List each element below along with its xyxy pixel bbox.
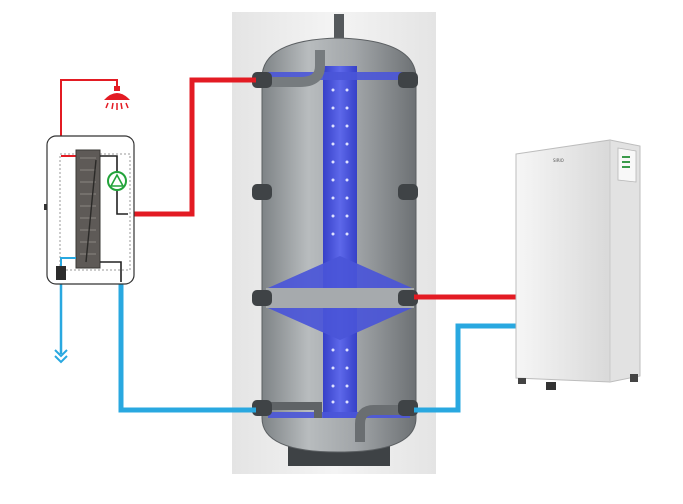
shower-head-icon (104, 86, 130, 110)
nozzle-right-baffle (398, 290, 418, 306)
tank-connection-nozzles (252, 72, 418, 416)
heat-pump-brand-logo: SIRIO (553, 158, 564, 163)
nozzle-left-top (252, 72, 272, 88)
cold-return-pipe-to-heat-pump (414, 323, 532, 413)
nozzle-left-baffle (252, 290, 272, 306)
column-perforations (331, 88, 349, 404)
baffle-band (266, 288, 414, 308)
tank-internal-bottom-pipe (270, 402, 322, 418)
heat-pump-foot-right (630, 374, 638, 382)
flow-sensor (56, 266, 66, 280)
heat-pump-foot-mid (546, 382, 556, 390)
module-return-line (100, 261, 122, 282)
cold-return-pipe-from-module (118, 282, 256, 413)
nozzle-left-mid (252, 184, 272, 200)
tank-internal-bottom-right-pipe (355, 405, 404, 442)
buffer-tank (252, 14, 418, 466)
fresh-water-module (44, 135, 135, 285)
heat-pump-display (617, 147, 637, 183)
hot-supply-pipe-to-module (128, 77, 256, 217)
heat-exchanger (75, 149, 101, 269)
module-mount-tab (44, 204, 47, 210)
heat-pump-foot-left (518, 378, 526, 384)
display-indicator-dots (622, 156, 630, 168)
tank-top-vent-pipe (334, 14, 344, 44)
cold-water-inlet-icon (54, 349, 68, 364)
tank-inner-column (323, 66, 357, 418)
heat-pump-side (515, 139, 611, 383)
module-dashed-frame (59, 153, 131, 271)
nozzle-left-bottom (252, 400, 272, 416)
heat-pump-unit: SIRIO (515, 139, 641, 390)
nozzle-right-top (398, 72, 418, 88)
shower-hot-water-line (60, 79, 118, 156)
nozzle-right-bottom (398, 400, 418, 416)
nozzle-right-mid (398, 184, 418, 200)
pump-icon (107, 171, 127, 191)
tank-internal-top-pipe (270, 50, 325, 87)
